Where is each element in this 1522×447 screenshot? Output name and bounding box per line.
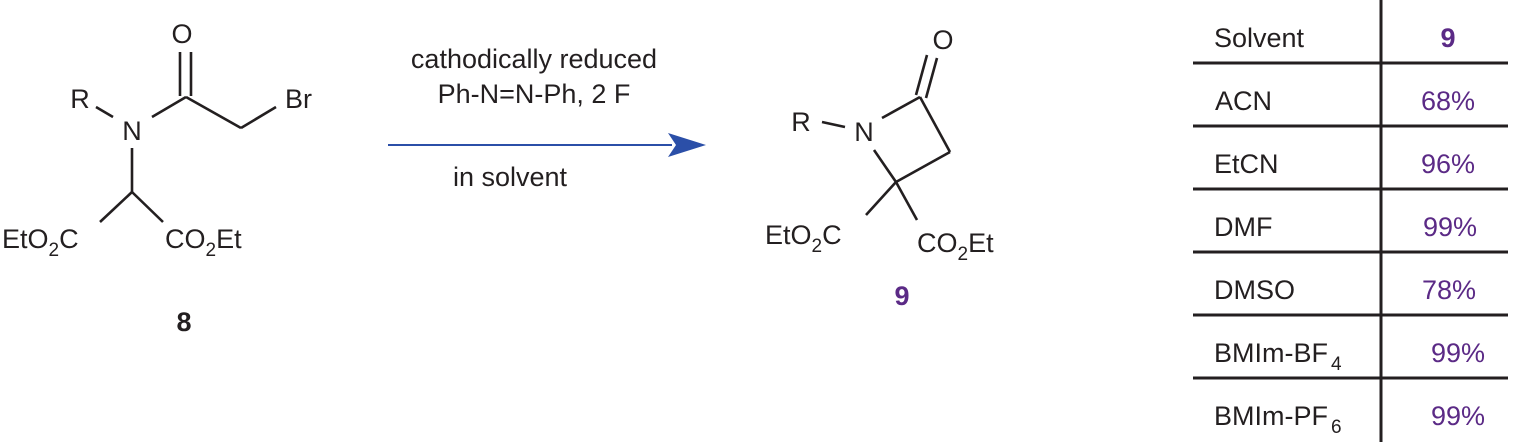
solvent-yield-table: Solvent 9 ACN 68% EtCN 96% DMF 99% DMSO …	[1193, 0, 1508, 442]
table-row: DMF 99%	[1214, 212, 1477, 242]
reaction-arrow-group: cathodically reduced Ph-N=N-Ph, 2 F in s…	[388, 44, 706, 192]
bond	[99, 191, 133, 223]
yield-cell: 99%	[1423, 212, 1477, 242]
bond	[131, 191, 164, 223]
condition-line-1: cathodically reduced	[411, 44, 657, 74]
yield-cell: 68%	[1421, 86, 1475, 116]
bond	[914, 54, 929, 96]
bond	[151, 95, 187, 119]
table-row: ACN 68%	[1215, 86, 1475, 116]
yield-cell: 99%	[1431, 401, 1485, 431]
solvent-cell: ACN	[1215, 86, 1272, 116]
bond	[185, 95, 242, 130]
yield-cell: 99%	[1431, 338, 1485, 368]
table-row: DMSO 78%	[1214, 275, 1476, 305]
bond	[918, 96, 952, 153]
bond	[881, 95, 921, 120]
product-structure: O R N EtO2C CO2Et 9	[765, 25, 994, 311]
right-ester-label: CO2Et	[917, 228, 994, 265]
left-ester-label: EtO2C	[765, 220, 842, 257]
left-ester-label: EtO2C	[2, 224, 79, 261]
solvent-cell: EtCN	[1214, 149, 1279, 179]
condition-below: in solvent	[453, 162, 568, 192]
bond	[895, 150, 951, 184]
bond	[924, 57, 939, 99]
reactant-structure: O R N Br EtO2C CO2Et 8	[2, 19, 312, 337]
bond	[821, 120, 846, 129]
atom-label: N	[854, 117, 874, 147]
yield-cell: 96%	[1421, 149, 1475, 179]
yield-cell: 78%	[1422, 275, 1476, 305]
bond	[872, 149, 898, 183]
bond	[894, 181, 919, 221]
right-ester-label: CO2Et	[165, 224, 242, 261]
table-row: EtCN 96%	[1214, 149, 1475, 179]
bond	[95, 105, 114, 119]
condition-line-2: Ph-N=N-Ph, 2 F	[438, 79, 631, 109]
arrow-head-icon	[668, 133, 706, 157]
atom-label: O	[171, 19, 192, 49]
atom-label: O	[932, 25, 953, 55]
bond	[240, 105, 277, 130]
atom-label: N	[122, 116, 142, 146]
compound-label-8: 8	[176, 307, 191, 337]
bond	[865, 181, 897, 216]
table-header-solvent: Solvent	[1214, 23, 1305, 53]
compound-label-9: 9	[894, 281, 909, 311]
atom-label: R	[70, 84, 90, 114]
atom-label: Br	[285, 84, 312, 114]
solvent-cell: DMSO	[1214, 275, 1295, 305]
atom-label: R	[791, 107, 811, 137]
solvent-cell: DMF	[1214, 212, 1272, 242]
table-header-compound: 9	[1440, 23, 1455, 53]
